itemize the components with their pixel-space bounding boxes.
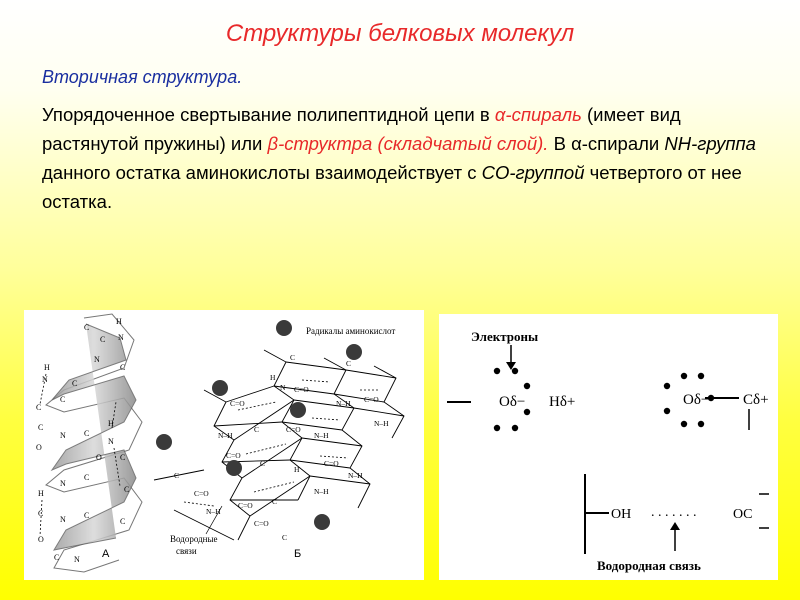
svg-text:C=O: C=O: [230, 399, 245, 408]
svg-text:N: N: [94, 355, 100, 364]
protein-structure-diagram: C C H N N C C H N C C C O N C H N C O C …: [36, 313, 405, 573]
nh-group-term: NH-группа: [664, 133, 756, 154]
svg-text:C=O: C=O: [364, 395, 379, 404]
electron-pairs-right: [663, 372, 715, 428]
svg-text:C: C: [282, 533, 287, 542]
oxygen-delta-minus-right: Oδ−: [683, 392, 709, 408]
hbond-arrowhead: [670, 522, 680, 530]
beta-sheet-hbonds: [183, 379, 380, 507]
electrons-arrowhead: [506, 362, 516, 370]
alpha-helix-atoms: C C H N N C C H N C C C O N C H N C O C …: [36, 317, 129, 564]
co-group-term: CO-группой: [481, 162, 585, 183]
slide-title: Структуры белковых молекул: [225, 20, 575, 47]
electrons-label: Электроны: [471, 329, 538, 344]
svg-text:H: H: [38, 489, 44, 498]
svg-text:C: C: [254, 425, 259, 434]
hydrogen-delta-plus: Hδ+: [549, 394, 575, 410]
svg-text:H: H: [294, 465, 300, 474]
radicals-label: Радикалы аминокислот: [306, 326, 395, 336]
para-text-2: (имеет вид растянутой пружины) или: [42, 104, 681, 154]
svg-text:C: C: [38, 423, 43, 432]
svg-text:C: C: [120, 453, 125, 462]
oc-group: OC: [733, 507, 752, 522]
para-text-5: четвертого от нее остатка.: [42, 162, 742, 212]
svg-text:N: N: [280, 383, 286, 392]
svg-text:N: N: [60, 515, 66, 524]
label-a: А: [102, 548, 110, 560]
oxygen-delta-minus: Oδ−: [499, 394, 525, 410]
svg-text:N: N: [60, 479, 66, 488]
hbonds-label-line1: Водородные: [170, 534, 218, 544]
hbonds-label-line2: связи: [176, 546, 197, 556]
svg-text:C: C: [124, 485, 129, 494]
svg-text:C: C: [100, 335, 105, 344]
hbond-label: Водородная связь: [597, 558, 701, 573]
svg-text:H: H: [270, 373, 276, 382]
svg-text:N–H: N–H: [348, 471, 363, 480]
svg-text:C: C: [260, 459, 265, 468]
svg-text:C=O: C=O: [194, 489, 209, 498]
svg-text:C: C: [84, 323, 89, 332]
svg-text:O: O: [36, 443, 42, 452]
svg-text:N: N: [74, 555, 80, 564]
svg-text:C=O: C=O: [226, 451, 241, 460]
oh-group: OH: [611, 507, 631, 522]
electron-pairs-left: [493, 367, 531, 432]
alpha-helix-hbonds: [39, 373, 121, 537]
svg-text:N–H: N–H: [206, 507, 221, 516]
protein-structure-figure: C C H N N C C H N C C C O N C H N C O C …: [24, 310, 424, 580]
svg-text:C=O: C=O: [324, 459, 339, 468]
svg-text:O: O: [96, 453, 102, 462]
svg-text:N: N: [108, 437, 114, 446]
svg-text:C: C: [84, 511, 89, 520]
svg-text:N–H: N–H: [218, 431, 233, 440]
svg-text:N–H: N–H: [336, 399, 351, 408]
svg-text:C: C: [84, 473, 89, 482]
svg-text:C: C: [84, 429, 89, 438]
svg-text:H: H: [108, 419, 114, 428]
hbond-dots: . . . . . . .: [651, 505, 697, 520]
svg-text:N: N: [60, 431, 66, 440]
svg-text:C: C: [120, 363, 125, 372]
svg-text:C=O: C=O: [254, 519, 269, 528]
svg-text:N–H: N–H: [314, 487, 329, 496]
amino-acid-radicals: [156, 320, 362, 530]
svg-text:C=O: C=O: [294, 385, 309, 394]
svg-text:C: C: [174, 471, 179, 480]
svg-text:C: C: [120, 517, 125, 526]
para-text-1: Упорядоченное свертывание полипептидной …: [42, 104, 495, 125]
carbon-delta-plus: Cδ+: [743, 392, 769, 408]
svg-text:C: C: [60, 395, 65, 404]
svg-text:N–H: N–H: [374, 419, 389, 428]
beta-structure-term: β-структра (складчатый слой).: [267, 133, 549, 154]
svg-text:C: C: [54, 553, 59, 562]
beta-sheet-atoms: C H N C=O C N–H C=O C=O N–H C C=O N–H N–…: [174, 353, 389, 542]
alpha-helix-ribbon: [45, 313, 143, 573]
description-paragraph: Упорядоченное свертывание полипептидной …: [42, 100, 772, 216]
svg-text:C: C: [272, 497, 277, 506]
svg-text:H: H: [44, 363, 50, 372]
svg-text:O: O: [38, 535, 44, 544]
alpha-helix-term: α-спираль: [494, 104, 582, 125]
svg-text:N: N: [118, 333, 124, 342]
svg-text:C: C: [38, 509, 43, 518]
hbonds-pointer: [205, 505, 223, 535]
para-text-4: данного остатка аминокислоты взаимодейст…: [42, 162, 482, 183]
para-text-3: В α-спирали: [548, 133, 665, 154]
svg-text:N–H: N–H: [314, 431, 329, 440]
hydrogen-bond-figure: Электроны Oδ− Hδ+ Oδ− Cδ+ OH . . . . . .…: [439, 314, 778, 580]
label-b: Б: [294, 548, 301, 560]
svg-text:C: C: [290, 353, 295, 362]
svg-text:C: C: [346, 359, 351, 368]
svg-text:C: C: [36, 403, 41, 412]
hydrogen-bond-diagram: Электроны Oδ− Hδ+ Oδ− Cδ+ OH . . . . . .…: [447, 329, 769, 573]
svg-text:C: C: [72, 379, 77, 388]
slide-subtitle: Вторичная структура.: [42, 67, 243, 87]
svg-text:H: H: [116, 317, 122, 326]
beta-sheet-lattice: [153, 349, 405, 541]
svg-text:C=O: C=O: [286, 425, 301, 434]
svg-text:C=O: C=O: [238, 501, 253, 510]
